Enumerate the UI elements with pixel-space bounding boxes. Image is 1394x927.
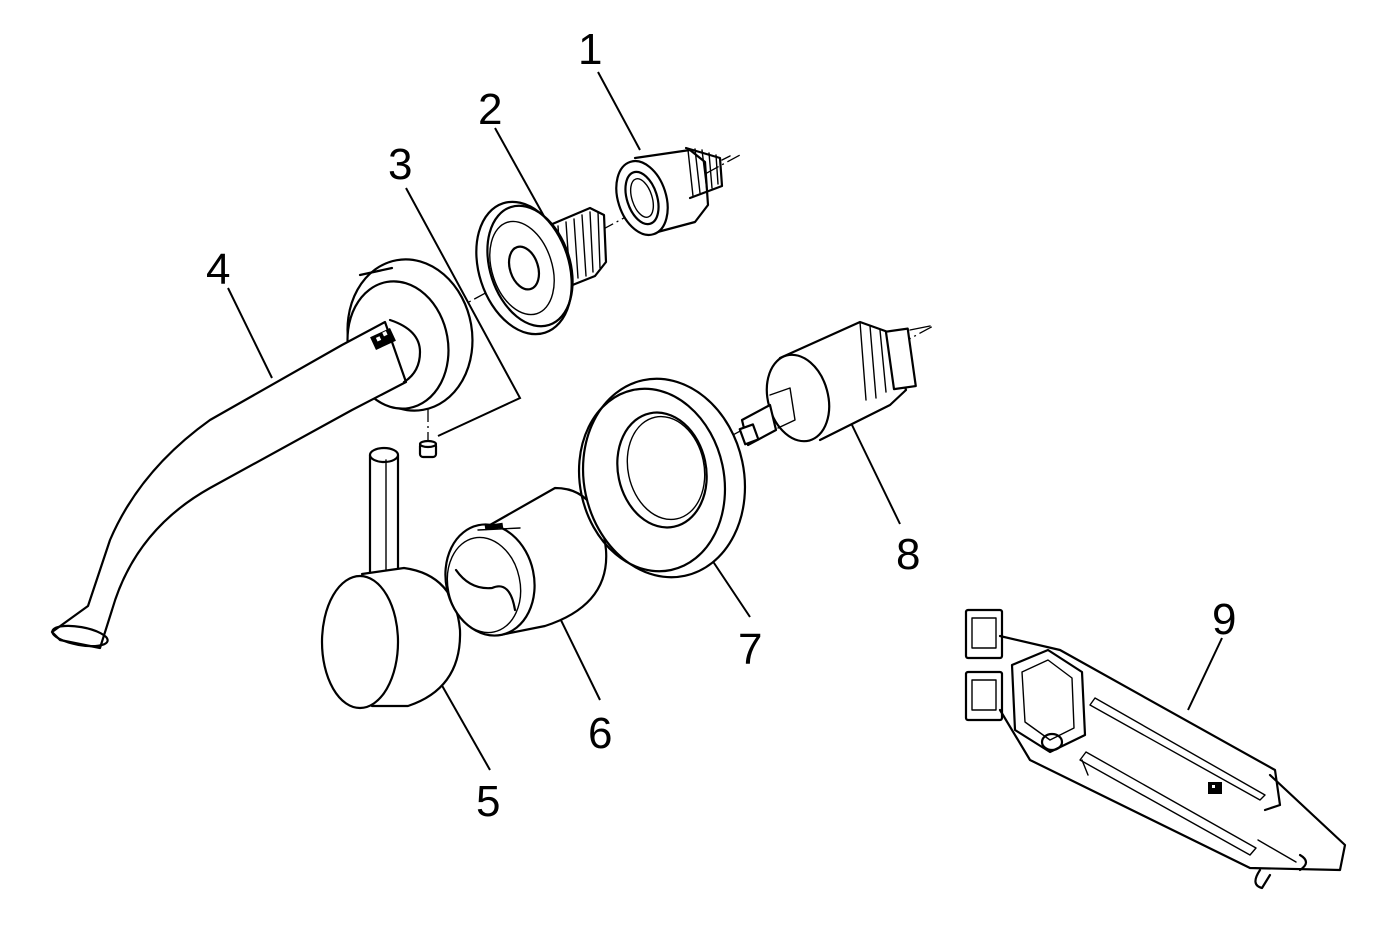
leader-lines <box>227 71 1223 771</box>
threaded-adapter-icon <box>615 146 731 236</box>
set-screw-icon <box>418 439 438 459</box>
leader-2 <box>494 127 546 219</box>
leader-7 <box>711 559 751 618</box>
sleeve-icon <box>444 486 608 637</box>
leader-1 <box>597 71 641 151</box>
leader-8 <box>851 424 901 525</box>
callout-7: 7 <box>738 625 763 674</box>
callout-9: 9 <box>1212 595 1237 644</box>
flange-nipple-icon <box>475 200 608 336</box>
callout-1: 1 <box>578 25 603 74</box>
callout-6: 6 <box>588 709 613 758</box>
leader-9 <box>1187 637 1223 711</box>
leader-3 <box>405 187 522 437</box>
callout-3: 3 <box>388 140 413 189</box>
leader-4 <box>227 287 273 379</box>
mounting-tool-icon <box>964 608 1347 890</box>
cover-rosette-icon <box>577 377 747 579</box>
cartridge-icon <box>738 320 931 447</box>
callout-5: 5 <box>476 777 501 826</box>
spout-icon <box>50 258 474 650</box>
callout-8: 8 <box>896 530 921 579</box>
callout-2: 2 <box>478 85 503 134</box>
leader-6 <box>555 609 601 701</box>
callout-4: 4 <box>206 245 231 294</box>
leader-5 <box>439 681 491 771</box>
lever-handle-icon <box>320 446 462 710</box>
